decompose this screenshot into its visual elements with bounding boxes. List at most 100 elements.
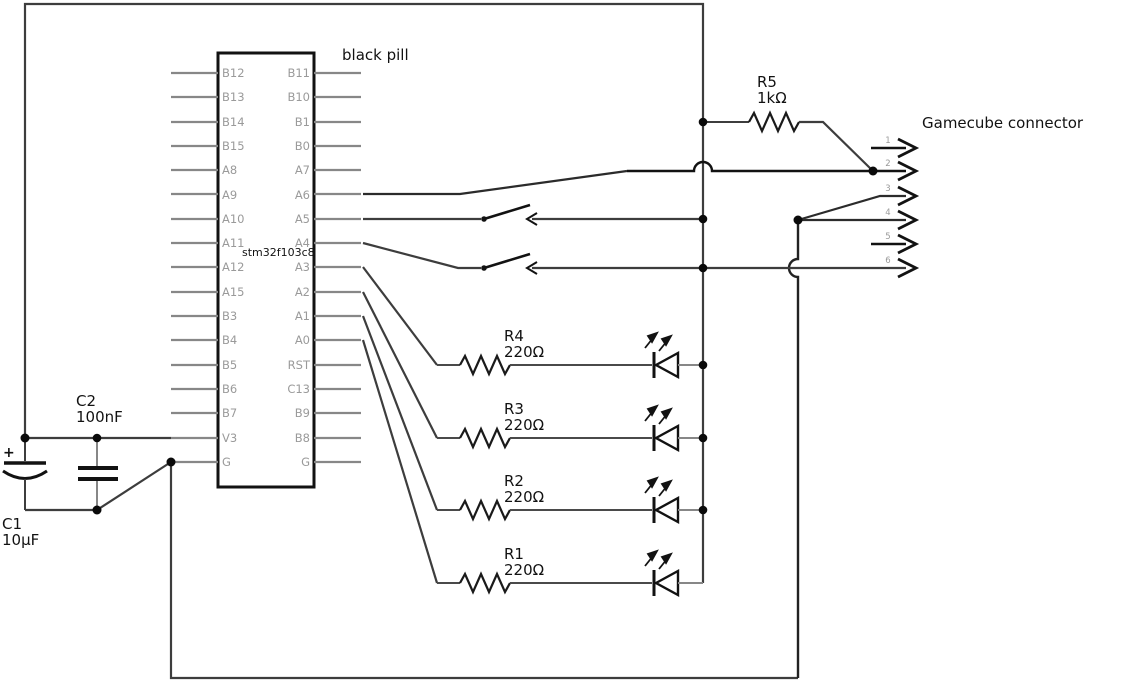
gamecube-pin-arrow-3 [797, 185, 920, 222]
chip-pin-label-right-A6: A6 [294, 187, 310, 202]
chip-pin-label-left-B6: B6 [222, 382, 238, 397]
resistor-r4-name: R4 [504, 327, 524, 345]
r2-zigzag [459, 498, 511, 522]
resistor-r1-value: 220Ω [504, 561, 545, 579]
gamecube-pin-number-3: 3 [885, 184, 891, 194]
chip-pin-label-left-A9: A9 [222, 187, 238, 202]
switch-a4-blade [483, 252, 531, 270]
chip-pin-label-left-B7: B7 [222, 406, 238, 421]
led-row-r2 [437, 476, 703, 525]
gamecube-pin-number-2: 2 [885, 159, 891, 169]
chip-pin-label-left-G: G [222, 454, 231, 469]
chip-pin-label-right-B11: B11 [287, 66, 310, 80]
chip-pin-label-right-C13: C13 [287, 382, 310, 397]
chip-pin-label-left-B14: B14 [222, 114, 245, 129]
chip-pin-label-right-B8: B8 [294, 430, 310, 445]
switch-a4-contact-arrow [525, 261, 538, 275]
led4-emission-arrows [644, 331, 673, 352]
gamecube-pin-arrow-5 [871, 233, 920, 255]
capacitor-c1-name: C1 [2, 515, 23, 533]
r5-zigzag [748, 110, 800, 134]
led-row-r3 [437, 404, 703, 453]
resistor-r5-name: R5 [757, 73, 777, 91]
chip-pin-label-left-A12: A12 [222, 260, 245, 275]
chip-pin-label-right-A4: A4 [294, 236, 310, 251]
gamecube-pin-arrow-4 [798, 209, 920, 231]
led1-emission-arrows [644, 549, 673, 570]
resistor-r4-value: 220Ω [504, 343, 545, 361]
led1-triangle [653, 568, 680, 598]
resistor-r1-name: R1 [504, 545, 524, 563]
chip-pin-label-right-A2: A2 [294, 284, 310, 299]
chip-pin-stubs [171, 71, 361, 464]
gamecube-pin-number-6: 6 [885, 256, 891, 266]
resistor-r2-value: 220Ω [504, 488, 545, 506]
c1-bottom-plate [2, 469, 48, 480]
chip-pin-label-right-A1: A1 [294, 309, 310, 324]
led3-emission-arrows [644, 404, 673, 425]
junction-dots [20, 117, 878, 515]
resistor-r5-value: 1kΩ [757, 89, 787, 107]
chip-pin-label-left-V3: V3 [222, 430, 238, 445]
power-rail [23, 2, 705, 583]
ground-rail-riser [787, 220, 800, 678]
switch-a4 [362, 241, 703, 275]
r4-zigzag [459, 353, 511, 377]
chip-body [216, 51, 316, 489]
r3-zigzag [459, 426, 511, 450]
data-line [627, 160, 906, 173]
chip-pin-label-left-B12: B12 [222, 66, 245, 80]
gamecube-pin-number-1: 1 [885, 136, 891, 146]
led2-triangle [653, 495, 680, 525]
gamecube-pin-arrow-6 [703, 257, 920, 279]
led-row-r4 [437, 331, 703, 380]
gamecube-connector-label: Gamecube connector [922, 114, 1084, 132]
resistor-r5 [703, 110, 874, 172]
resistor-r3-name: R3 [504, 400, 524, 418]
capacitor-c1-polarity: + [3, 445, 15, 461]
chip-pin-label-right-A7: A7 [294, 163, 310, 178]
led2-emission-arrows [644, 476, 673, 497]
led-fan-wires [361, 266, 439, 584]
chip-pin-label-left-B3: B3 [222, 309, 238, 324]
resistor-r3-value: 220Ω [504, 416, 545, 434]
gamecube-pin-arrow-2 [897, 160, 920, 182]
led4-triangle [653, 350, 680, 380]
chip-pin-label-left-A10: A10 [222, 211, 245, 226]
r1-zigzag [459, 571, 511, 595]
chip-pin-label-right-B10: B10 [287, 90, 310, 105]
chip-pin-label-left-A8: A8 [222, 163, 238, 178]
board-label: black pill [342, 46, 409, 64]
chip-pin-label-right-A0: A0 [294, 333, 310, 348]
led3-triangle [653, 423, 680, 453]
capacitor-c1-value: 10µF [2, 531, 40, 549]
gamecube-pin-number-5: 5 [885, 232, 891, 242]
switch-a5 [363, 203, 703, 226]
chip-pin-label-right-B0: B0 [294, 138, 310, 153]
resistor-r2-name: R2 [504, 472, 524, 490]
chip-pin-label-right-B1: B1 [294, 114, 310, 129]
chip-pin-label-left-B5: B5 [222, 357, 238, 372]
a6-wire [363, 169, 628, 196]
gamecube-pin-number-4: 4 [885, 208, 891, 218]
ground-rail [169, 462, 798, 680]
chip-pin-label-left-B15: B15 [222, 138, 245, 153]
capacitor-c2 [78, 438, 118, 510]
chip-pin-label-left-A11: A11 [222, 236, 245, 251]
chip-pin-label-left-A15: A15 [222, 284, 245, 299]
chip-pin-label-left-B13: B13 [222, 90, 245, 105]
chip-pin-label-left-B4: B4 [222, 333, 238, 348]
chip-name-label: stm32f103c8 [242, 246, 315, 259]
switch-a5-contact-arrow [525, 212, 538, 226]
capacitor-c2-name: C2 [76, 392, 97, 410]
capacitor-c2-value: 100nF [76, 408, 123, 426]
led-row-r1 [437, 549, 703, 598]
chip-pin-label-right-G: G [301, 454, 310, 469]
chip-pin-label-right-A5: A5 [294, 211, 310, 226]
chip-pin-label-right-B9: B9 [294, 406, 310, 421]
switch-a5-blade [483, 203, 531, 221]
chip-pin-label-right-A3: A3 [294, 260, 310, 275]
chip-pin-label-right-RST: RST [287, 357, 310, 372]
